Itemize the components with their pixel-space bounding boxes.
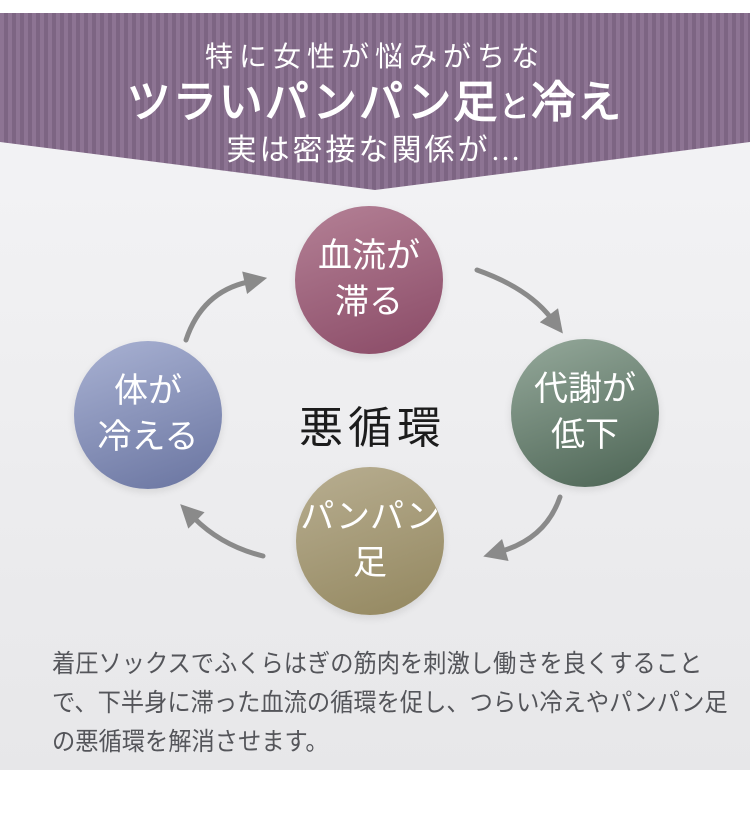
node-label-line: 低下	[551, 417, 619, 454]
node-label-line: 代謝が	[534, 371, 636, 409]
header-title: ツラいパンパン足と冷え	[0, 77, 750, 130]
description-line: 着圧ソックスでふくらはぎの筋肉を刺激し働きを良くすること	[52, 650, 703, 678]
header-title-part2: 冷え	[531, 77, 624, 127]
description-paragraph: 着圧ソックスでふくらはぎの筋肉を刺激し働きを良くすること で、下半身に滞った血流…	[52, 645, 742, 762]
header-tagline: 実は密接な関係が…	[226, 133, 524, 167]
node-label-line: 足	[353, 545, 387, 582]
cycle-node-blood-flow: 血流が 滞る	[295, 206, 443, 354]
header-title-conjunction: と	[499, 90, 532, 124]
node-label-line: 滞る	[335, 284, 403, 321]
node-label-line: 体が	[114, 373, 182, 411]
cycle-node-swollen-legs: パンパン 足	[296, 467, 444, 615]
header-subtitle: 特に女性が悩みがちな	[204, 42, 545, 73]
header-title-part1: ツラいパンパン足	[126, 77, 500, 127]
cycle-node-body-cold: 体が 冷える	[74, 341, 222, 489]
cycle-center-label: 悪循環	[299, 404, 446, 453]
node-label-line: 冷える	[97, 419, 199, 456]
node-label-line: パンパン	[300, 499, 440, 537]
description-line: の悪循環を解消させます。	[52, 728, 329, 756]
description-line: で、下半身に滞った血流の循環を促し、つらい冷えやパンパン足	[52, 689, 728, 717]
node-label-line: 血流が	[318, 238, 420, 276]
cycle-node-metabolism: 代謝が 低下	[511, 339, 659, 487]
